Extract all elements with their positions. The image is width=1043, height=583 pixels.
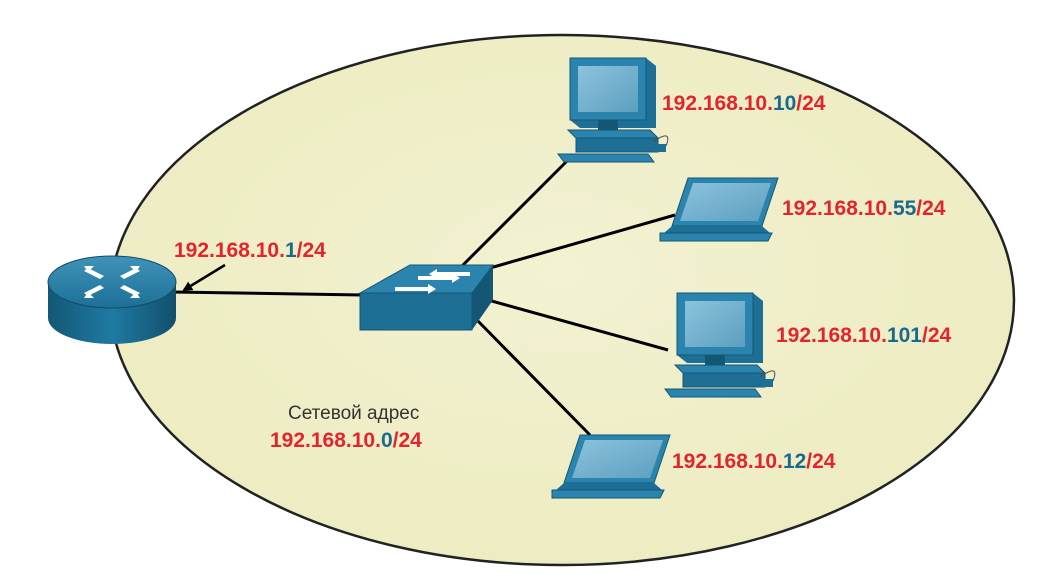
network-address-caption: Сетевой адрес [288, 403, 420, 424]
host-ip-network: 192.168.10. [782, 197, 893, 220]
switch-icon [358, 264, 494, 331]
host-ip-prefix: /24 [921, 324, 952, 347]
link-switch-laptop1 [489, 213, 676, 270]
host-ip-label: 192.168.10.12/24 [672, 451, 836, 472]
router-ip-prefix: /24 [296, 239, 326, 262]
host-ip-network: 192.168.10. [776, 324, 887, 347]
host-ip-label: 192.168.10.101/24 [776, 325, 951, 346]
link-switch-laptop2 [473, 316, 592, 437]
network-address-host: 0 [380, 429, 393, 452]
host-ip-network: 192.168.10. [672, 450, 783, 473]
host-ip-network: 192.168.10. [662, 92, 773, 115]
host-ip-host: 12 [782, 450, 807, 473]
network-links [171, 156, 676, 437]
link-switch-pc1 [458, 156, 572, 270]
router-icon [47, 255, 177, 344]
link-switch-pc2 [469, 293, 669, 352]
host-ip-host: 55 [892, 197, 917, 220]
desktop-icon [664, 292, 776, 398]
host-ip-label: 192.168.10.10/24 [662, 93, 826, 114]
network-address-value: 192.168.10.0/24 [270, 430, 422, 451]
host-ip-host: 10 [772, 92, 797, 115]
host-ip-prefix: /24 [916, 197, 946, 220]
host-ip-prefix: /24 [796, 92, 826, 115]
host-ip-host: 101 [886, 324, 922, 347]
router-ip-host: 1 [284, 239, 297, 262]
link-router-switch [171, 290, 363, 297]
laptop-icon [551, 434, 671, 499]
router-ip-network: 192.168.10. [174, 239, 285, 262]
laptop-icon [659, 177, 779, 242]
host-ip-prefix: /24 [806, 450, 836, 473]
network-address-network: 192.168.10. [270, 429, 381, 452]
desktop-icon [557, 57, 669, 163]
host-ip-label: 192.168.10.55/24 [782, 198, 946, 219]
router-ip-label: 192.168.10.1/24 [174, 240, 326, 261]
network-address-prefix: /24 [392, 429, 422, 452]
router-label-arrow [182, 263, 226, 292]
